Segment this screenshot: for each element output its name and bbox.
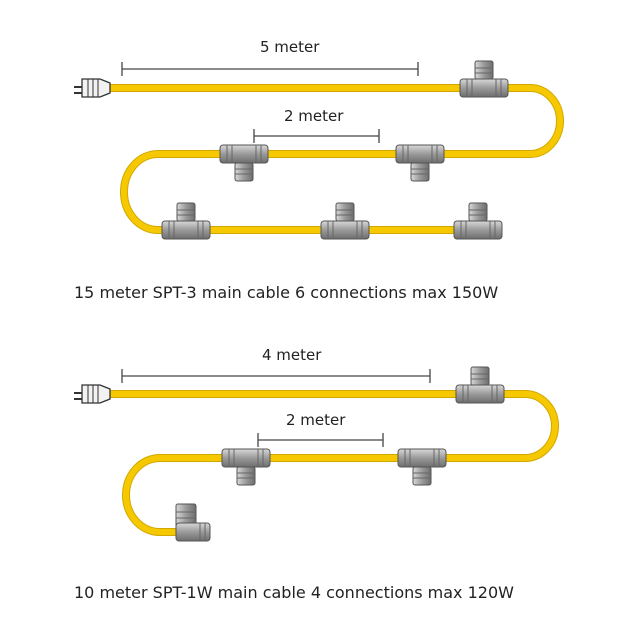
- dimension-label-inner: 2 meter: [286, 411, 346, 429]
- t-connector-icon: [453, 202, 503, 240]
- l-connector-icon: [175, 503, 211, 542]
- caption-diagram-2: 10 meter SPT-1W main cable 4 connections…: [74, 583, 514, 602]
- dimension-label-inner: 2 meter: [284, 107, 344, 125]
- t-connector-icon: [219, 144, 269, 182]
- t-connector-icon: [397, 448, 447, 486]
- t-connector-icon: [395, 144, 445, 182]
- dimension-label-top: 5 meter: [260, 38, 320, 56]
- dimension-2-meter: [253, 129, 380, 143]
- dimension-5-meter: [121, 62, 419, 76]
- plug-icon: [73, 78, 111, 98]
- t-connector-icon: [455, 366, 505, 404]
- caption-diagram-1: 15 meter SPT-3 main cable 6 connections …: [74, 283, 499, 302]
- dimension-2-meter: [257, 433, 384, 447]
- t-connector-icon: [459, 60, 509, 98]
- dimension-4-meter: [121, 369, 431, 383]
- plug-icon: [73, 384, 111, 404]
- dimension-label-top: 4 meter: [262, 346, 322, 364]
- t-connector-icon: [161, 202, 211, 240]
- diagram-1: 5 meter 2 meter: [73, 38, 564, 240]
- t-connector-icon: [221, 448, 271, 486]
- diagram-2: 4 meter 2 meter: [73, 346, 559, 542]
- t-connector-icon: [320, 202, 370, 240]
